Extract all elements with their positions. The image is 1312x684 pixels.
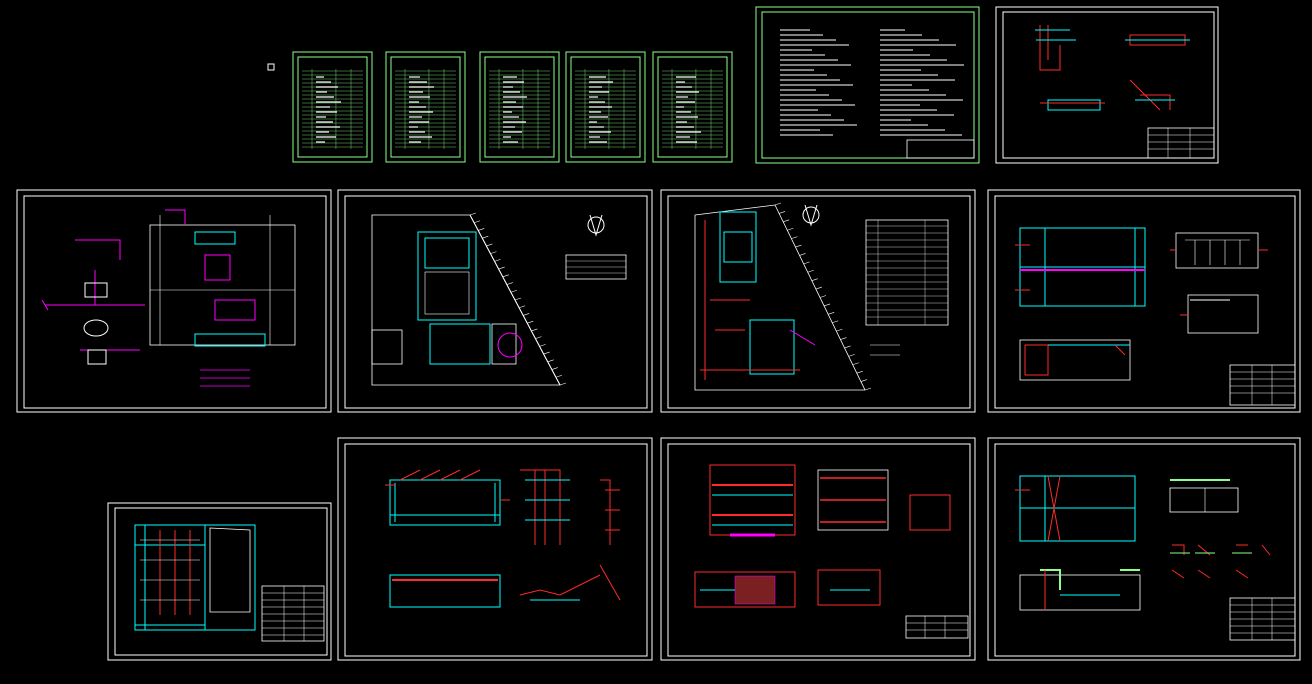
boundary-ticks	[469, 212, 567, 386]
section-sheet-1[interactable]	[337, 437, 653, 661]
detail-sheet-top-right[interactable]	[995, 6, 1219, 164]
table-sheet-1[interactable]	[292, 51, 373, 163]
flow-diagram	[41, 209, 296, 387]
table-rows	[662, 69, 723, 149]
process-flow-sheet[interactable]	[16, 189, 332, 413]
table-rows	[489, 69, 550, 149]
fitting-details	[1170, 544, 1271, 579]
small-tank-sheet[interactable]	[107, 502, 332, 661]
boundary-ticks	[774, 202, 872, 391]
notes-text-lines	[780, 29, 964, 136]
design-notes-sheet[interactable]	[755, 6, 980, 164]
tank-plan-sheet[interactable]	[987, 189, 1301, 413]
table-rows	[575, 69, 636, 149]
ucs-marker[interactable]	[267, 63, 275, 71]
section-sheet-2[interactable]	[660, 437, 976, 661]
pipe-legend-table	[866, 220, 948, 325]
table-sheet-4[interactable]	[565, 51, 646, 163]
pipeline-plan-sheet[interactable]	[660, 189, 976, 413]
table-sheet-5[interactable]	[652, 51, 733, 163]
table-rows	[395, 69, 456, 149]
table-sheet-2[interactable]	[385, 51, 466, 163]
table-sheet-3[interactable]	[479, 51, 560, 163]
section-sheet-3[interactable]	[987, 437, 1301, 661]
table-rows	[302, 69, 363, 149]
site-plan-sheet[interactable]	[337, 189, 653, 413]
